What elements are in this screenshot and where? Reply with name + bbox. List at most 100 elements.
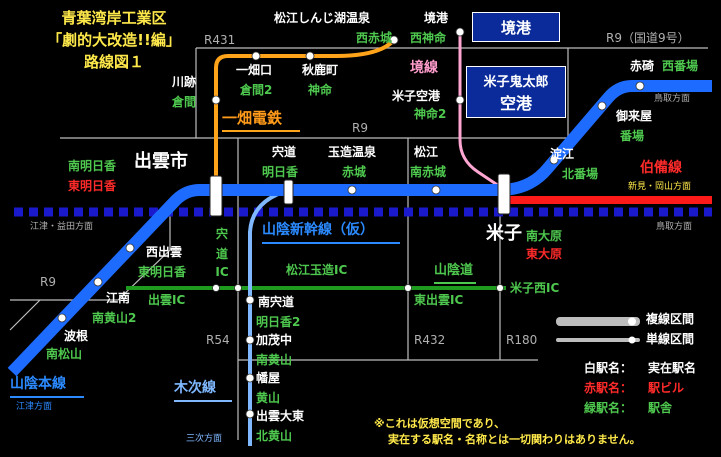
station-hane-house: 南松山 bbox=[46, 347, 83, 361]
dot-akasaki[interactable] bbox=[635, 81, 645, 91]
station-yonago-airport-house: 神命2 bbox=[414, 107, 447, 121]
legend-green-value: 駅舎 bbox=[648, 401, 673, 415]
station-kamochu[interactable]: 加茂中 bbox=[256, 333, 293, 347]
road-r9-lower bbox=[10, 210, 171, 301]
airport-sakaiminato-box[interactable]: 境港 bbox=[472, 12, 560, 42]
sanin-underline bbox=[10, 396, 84, 398]
station-izumo-daito-house: 北黄山 bbox=[256, 429, 293, 443]
station-yonago[interactable]: 米子 bbox=[486, 223, 522, 244]
legend-green-key: 緑駅名： bbox=[584, 401, 633, 415]
station-izumoshi-building: 東明日香 bbox=[68, 179, 117, 193]
shinkansen-underline bbox=[262, 242, 400, 244]
station-kawaato-house: 倉間 bbox=[172, 95, 197, 109]
main-line-stations bbox=[209, 173, 511, 217]
dot-enan[interactable] bbox=[93, 277, 103, 287]
legend-red-key: 赤駅名： bbox=[584, 381, 633, 395]
station-minamishinji-house: 明日香2 bbox=[256, 315, 301, 329]
dot-mikuriya[interactable] bbox=[597, 101, 607, 111]
station-nishiizumo[interactable]: 西出雲 bbox=[146, 245, 183, 259]
legend-double-bar bbox=[556, 317, 640, 326]
dot-yodoe[interactable] bbox=[549, 155, 559, 165]
airport-name-line1: 米子鬼太郎 bbox=[483, 74, 549, 90]
station-akishika[interactable]: 秋鹿町 bbox=[302, 63, 339, 77]
direction-niimi-okayama: 新見・岡山方面 bbox=[628, 182, 692, 192]
road-r9-bottom bbox=[9, 299, 41, 331]
dot-kawaato[interactable] bbox=[211, 95, 221, 105]
station-matsue[interactable]: 松江 bbox=[414, 145, 439, 159]
station-sakaiminato[interactable]: 境港 bbox=[424, 11, 449, 25]
dot-tamatsukuri[interactable] bbox=[347, 185, 357, 195]
road-label-r180: R180 bbox=[506, 333, 538, 347]
dot-ic-izumo[interactable] bbox=[212, 284, 220, 292]
station-matsue-shinjiko[interactable]: 松江しんじ湖温泉 bbox=[274, 11, 371, 25]
road-label-r54: R54 bbox=[206, 333, 230, 347]
dot-minamishinji[interactable] bbox=[245, 295, 255, 305]
station-tamatsukuri[interactable]: 玉造温泉 bbox=[328, 145, 377, 159]
legend-graphics bbox=[556, 317, 640, 344]
station-yonago-house: 南大原 bbox=[526, 229, 563, 243]
station-hiya[interactable]: 幡屋 bbox=[256, 371, 281, 385]
station-akishika-house: 神命 bbox=[308, 83, 333, 97]
station-hitokuchi-house: 倉間2 bbox=[240, 83, 273, 97]
station-mikuriya[interactable]: 御来屋 bbox=[616, 109, 653, 123]
dot-ic-matsue-tamatsukuri[interactable] bbox=[234, 284, 242, 292]
legend-double-label: 複線区間 bbox=[646, 312, 695, 326]
station-marker-yonago[interactable] bbox=[497, 173, 511, 215]
airport-name-line2: 空港 bbox=[499, 93, 532, 113]
dot-kamochu[interactable] bbox=[245, 335, 255, 345]
dot-hitokuchi[interactable] bbox=[251, 51, 261, 61]
station-marker-shinji[interactable] bbox=[283, 179, 294, 205]
road-label-r9-left: R9 bbox=[40, 275, 56, 289]
ichibata-line bbox=[214, 54, 336, 188]
station-yodoe[interactable]: 淀江 bbox=[550, 147, 575, 161]
airport-yonago-box[interactable]: 米子鬼太郎 空港 bbox=[466, 66, 566, 118]
sakai-line bbox=[458, 30, 503, 190]
disclaimer-line1: ※これは仮想空間であり、 bbox=[374, 417, 506, 430]
dot-nishiizumo[interactable] bbox=[125, 243, 135, 253]
station-shinji[interactable]: 宍道 bbox=[272, 145, 297, 159]
station-yonago-airport[interactable]: 米子空港 bbox=[392, 89, 441, 103]
ic-matsue-tamatsukuri: 松江玉造IC bbox=[286, 263, 348, 277]
dot-yonago-airport[interactable] bbox=[455, 95, 465, 105]
station-akasaki-house: 西番場 bbox=[662, 59, 699, 73]
station-enan[interactable]: 江南 bbox=[106, 291, 131, 305]
station-hitokuchi[interactable]: 一畑口 bbox=[236, 63, 273, 77]
station-kawaato[interactable]: 川跡 bbox=[172, 75, 197, 89]
station-hane[interactable]: 波根 bbox=[64, 329, 89, 343]
dot-matsue-shinjiko[interactable] bbox=[389, 35, 399, 45]
title-line1: 青葉湾岸工業区 bbox=[61, 9, 167, 27]
road-r9-mid bbox=[195, 48, 569, 139]
dot-sakaiminato[interactable] bbox=[455, 27, 465, 37]
station-kamochu-house: 南黄山 bbox=[256, 353, 293, 367]
station-marker-izumoshi[interactable] bbox=[209, 175, 223, 217]
dot-hane[interactable] bbox=[57, 313, 67, 323]
road-label-r431: R431 bbox=[204, 33, 236, 47]
station-minamishinji[interactable]: 南宍道 bbox=[258, 295, 295, 309]
direction-gotsu: 江津方面 bbox=[16, 402, 53, 412]
line-label-sanin: 山陰本線 bbox=[10, 376, 66, 392]
direction-tottori-top: 鳥取方面 bbox=[654, 94, 691, 104]
direction-miyoshi: 三次方面 bbox=[186, 434, 223, 444]
ichibata-underline bbox=[222, 130, 300, 132]
direction-gotsu-masuda: 江津・益田方面 bbox=[30, 222, 94, 232]
dot-akishika[interactable] bbox=[305, 51, 315, 61]
ic-shinji-char2: 道 bbox=[215, 247, 228, 261]
station-shinji-house: 明日香 bbox=[262, 165, 299, 179]
dot-matsue[interactable] bbox=[431, 185, 441, 195]
station-hiya-house: 黄山 bbox=[256, 391, 281, 405]
station-tamatsukuri-house: 赤城 bbox=[342, 165, 367, 179]
station-akasaki[interactable]: 赤碕 bbox=[630, 59, 655, 73]
expressway-underline bbox=[434, 282, 476, 284]
title-line2: 「劇的大改造!!編」 bbox=[47, 31, 181, 49]
station-dots bbox=[57, 27, 645, 419]
dot-ic-yonago-nishi[interactable] bbox=[496, 284, 504, 292]
dot-izumo-daito[interactable] bbox=[245, 409, 255, 419]
dot-hiya[interactable] bbox=[245, 373, 255, 383]
dot-ic-higashi-izumo[interactable] bbox=[404, 284, 412, 292]
station-izumo-daito[interactable]: 出雲大東 bbox=[256, 409, 305, 423]
legend-single-bar bbox=[556, 338, 640, 342]
station-izumoshi[interactable]: 出雲市 bbox=[134, 151, 188, 172]
station-matsue-shinjiko-house: 西赤城 bbox=[356, 31, 393, 45]
